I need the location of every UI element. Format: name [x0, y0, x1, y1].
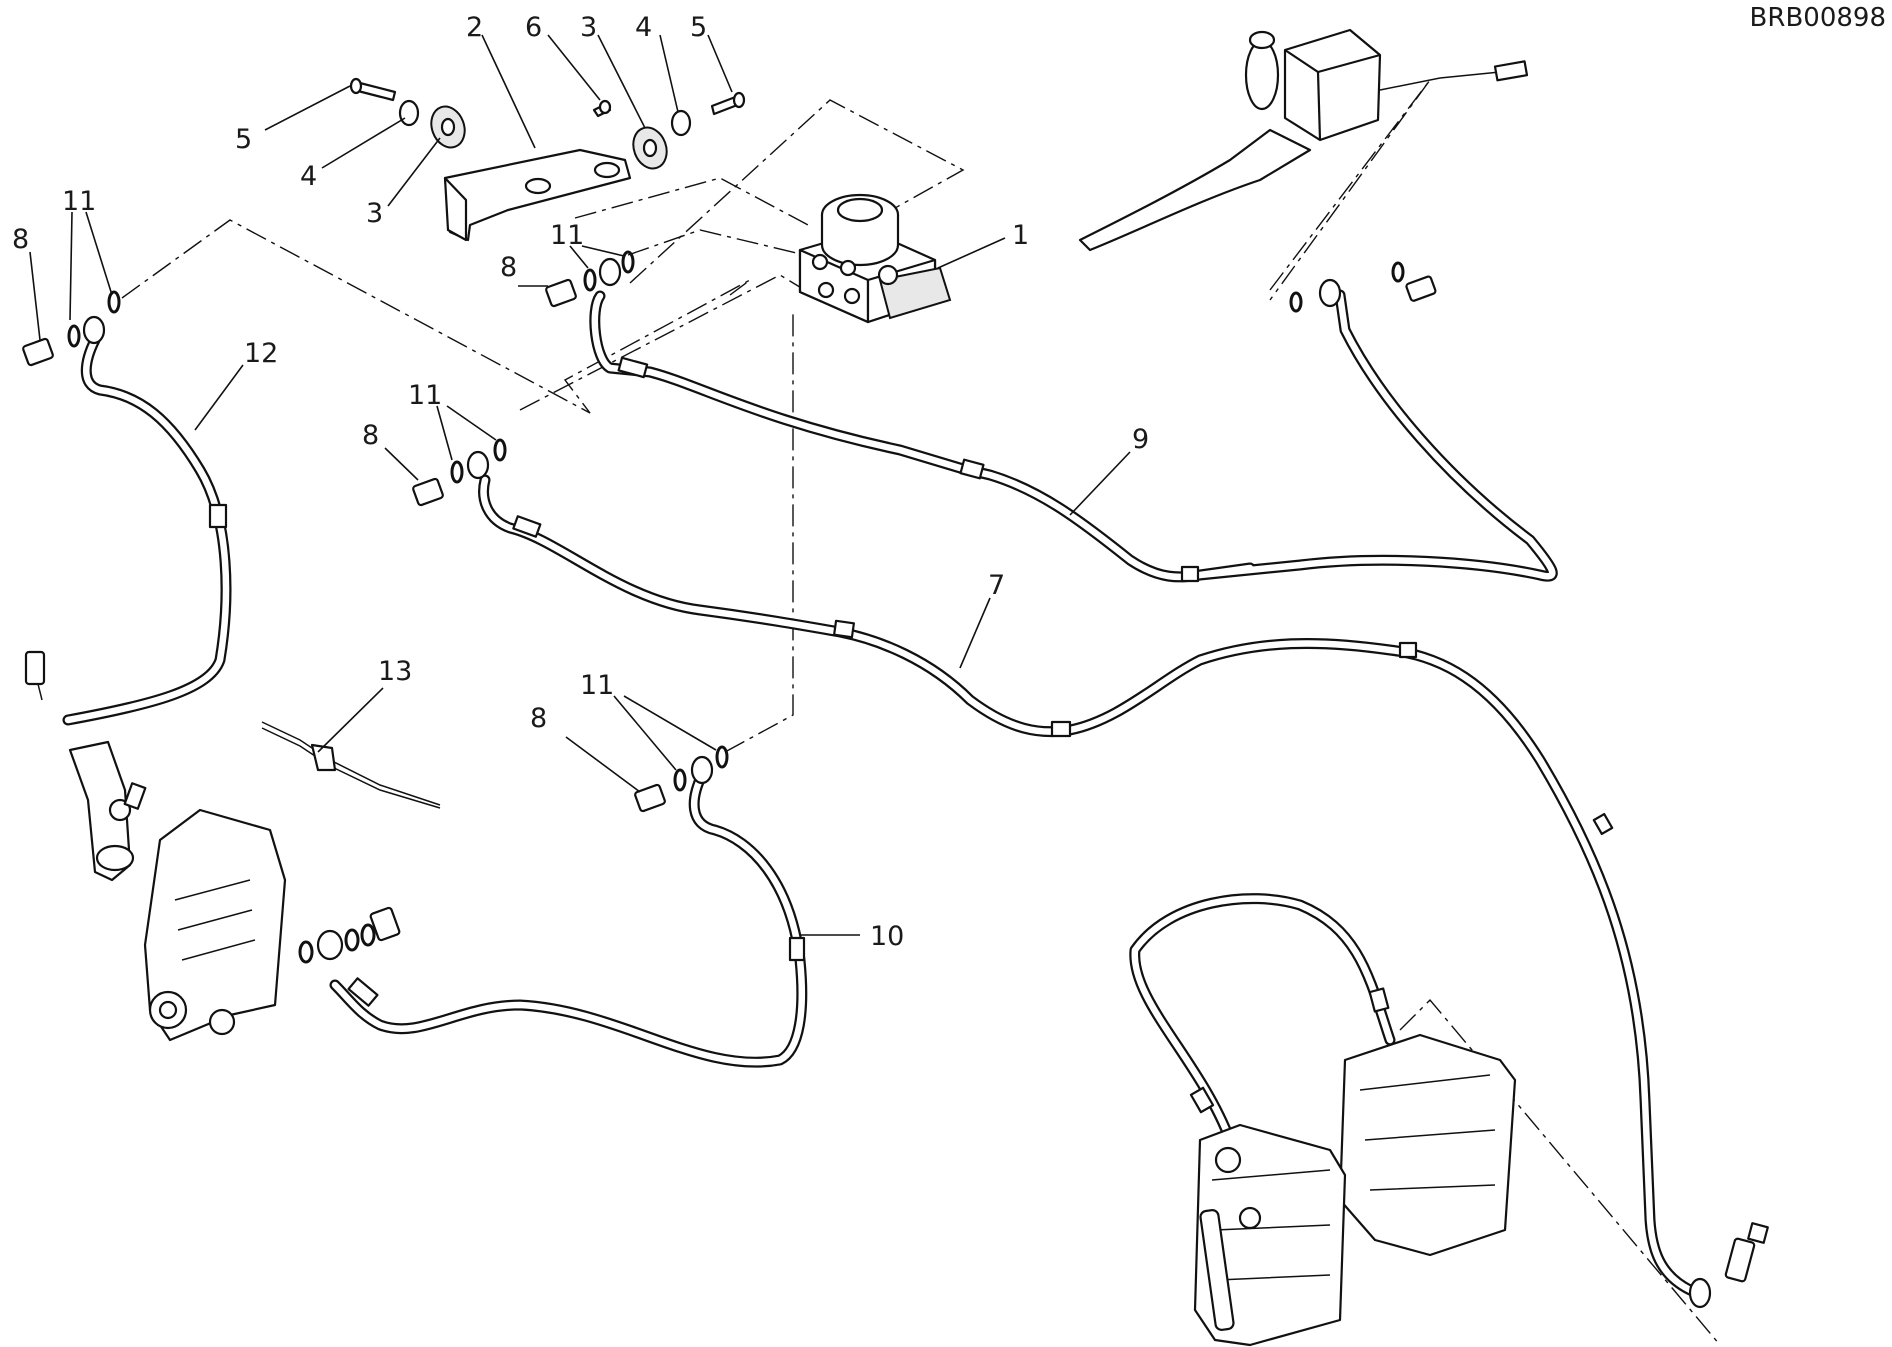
callout-4-left: 4 — [300, 161, 317, 192]
front-master-cylinder — [1078, 28, 1529, 252]
callout-11-c: 11 — [408, 380, 442, 411]
brake-hoses — [62, 289, 1696, 1296]
callout-8-a: 8 — [12, 224, 29, 255]
drawing-code: BRB00898 — [1750, 3, 1886, 33]
mounting-hardware — [349, 77, 746, 170]
callout-2: 2 — [466, 12, 483, 43]
callout-4-right: 4 — [635, 12, 652, 43]
callout-5-right: 5 — [690, 12, 707, 43]
hose-12 — [62, 334, 232, 726]
rear-caliper — [143, 808, 401, 1042]
callout-8-c: 8 — [362, 420, 379, 451]
front-banjo-fitting — [1688, 1222, 1769, 1309]
callout-9: 9 — [1132, 424, 1149, 455]
callout-12: 12 — [244, 338, 278, 369]
mounting-bracket — [443, 148, 632, 242]
leader-lines — [29, 34, 1131, 936]
callout-6: 6 — [525, 12, 542, 43]
callout-7: 7 — [988, 570, 1005, 601]
callout-1: 1 — [1012, 220, 1029, 251]
abs-unit — [798, 193, 952, 324]
callout-11-a: 11 — [62, 186, 96, 217]
callout-8-d: 8 — [530, 703, 547, 734]
callout-3-left: 3 — [366, 198, 383, 229]
callout-13: 13 — [378, 656, 412, 687]
banjo-fittings — [22, 250, 1437, 813]
callout-3-right: 3 — [580, 12, 597, 43]
hose-fittings — [208, 356, 1614, 1114]
hose-9 — [589, 289, 1558, 583]
callout-5-left: 5 — [235, 124, 252, 155]
hose-10 — [329, 769, 808, 1068]
callout-11-b: 11 — [550, 220, 584, 251]
callout-8-b: 8 — [500, 252, 517, 283]
rear-master-cylinder — [24, 650, 147, 882]
callout-10: 10 — [870, 921, 904, 952]
cable-tie — [261, 721, 441, 809]
callout-11-d: 11 — [580, 670, 614, 701]
front-calipers — [1193, 1033, 1517, 1347]
callout-numbers: 1 2 6 3 4 5 5 4 3 8 11 8 11 8 11 8 11 12… — [12, 12, 1149, 952]
